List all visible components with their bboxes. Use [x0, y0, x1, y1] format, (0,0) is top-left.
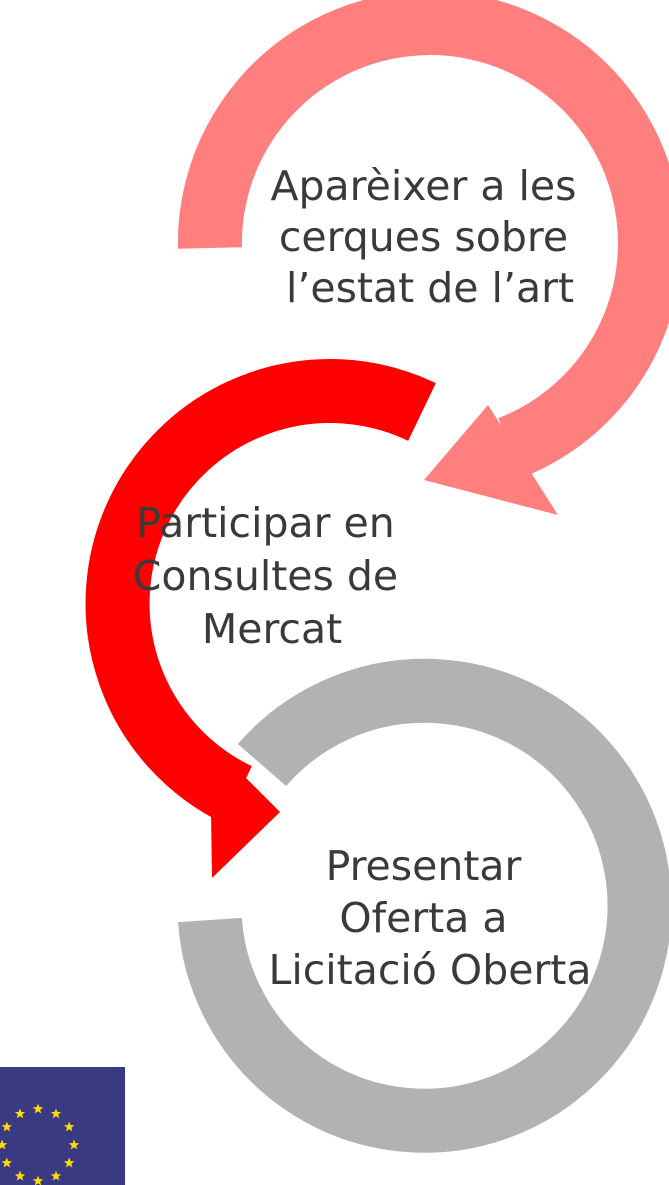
step-2-arrowhead: [210, 742, 280, 878]
step-3-text: Presentar Oferta a Licitació Oberta: [269, 842, 592, 994]
eu-star: [63, 1121, 75, 1132]
eu-star: [14, 1170, 26, 1181]
step-2-line-2: Consultes de: [133, 552, 398, 600]
eu-flag-stars: [0, 1103, 80, 1185]
eu-star: [1, 1157, 13, 1168]
step-3-ring: [178, 658, 669, 1153]
eu-star: [14, 1108, 26, 1119]
step-3-line-1: Presentar: [326, 842, 522, 890]
eu-star: [32, 1175, 44, 1185]
eu-star: [1, 1121, 13, 1132]
step-1-line-3: l’estat de l’art: [286, 264, 574, 312]
step-1-arrow: [177, 0, 669, 515]
eu-star: [32, 1103, 44, 1114]
eu-flag-logo: [0, 1067, 125, 1185]
step-2-line-1: Participar en: [136, 499, 395, 547]
eu-star: [63, 1157, 75, 1168]
step-3-arc: [178, 658, 669, 1153]
step-1-line-2: cerques sobre: [279, 213, 568, 261]
step-2-arc: [85, 359, 436, 824]
step-1-line-1: Aparèixer a les: [270, 162, 576, 210]
step-3-line-3: Licitació Oberta: [269, 946, 592, 994]
step-2-text: Participar en Consultes de Mercat: [133, 499, 411, 653]
step-3-line-2: Oferta a: [339, 894, 507, 942]
step-2-line-3: Mercat: [202, 605, 342, 653]
eu-star: [0, 1139, 8, 1150]
step-1-arrowhead: [424, 405, 558, 515]
step-2-arrow: [85, 359, 436, 878]
eu-star: [68, 1139, 80, 1150]
step-1-text: Aparèixer a les cerques sobre l’estat de…: [270, 162, 589, 312]
eu-star: [50, 1108, 62, 1119]
step-1-arc: [177, 0, 669, 478]
eu-flag-background: [0, 1067, 125, 1185]
eu-star: [50, 1170, 62, 1181]
